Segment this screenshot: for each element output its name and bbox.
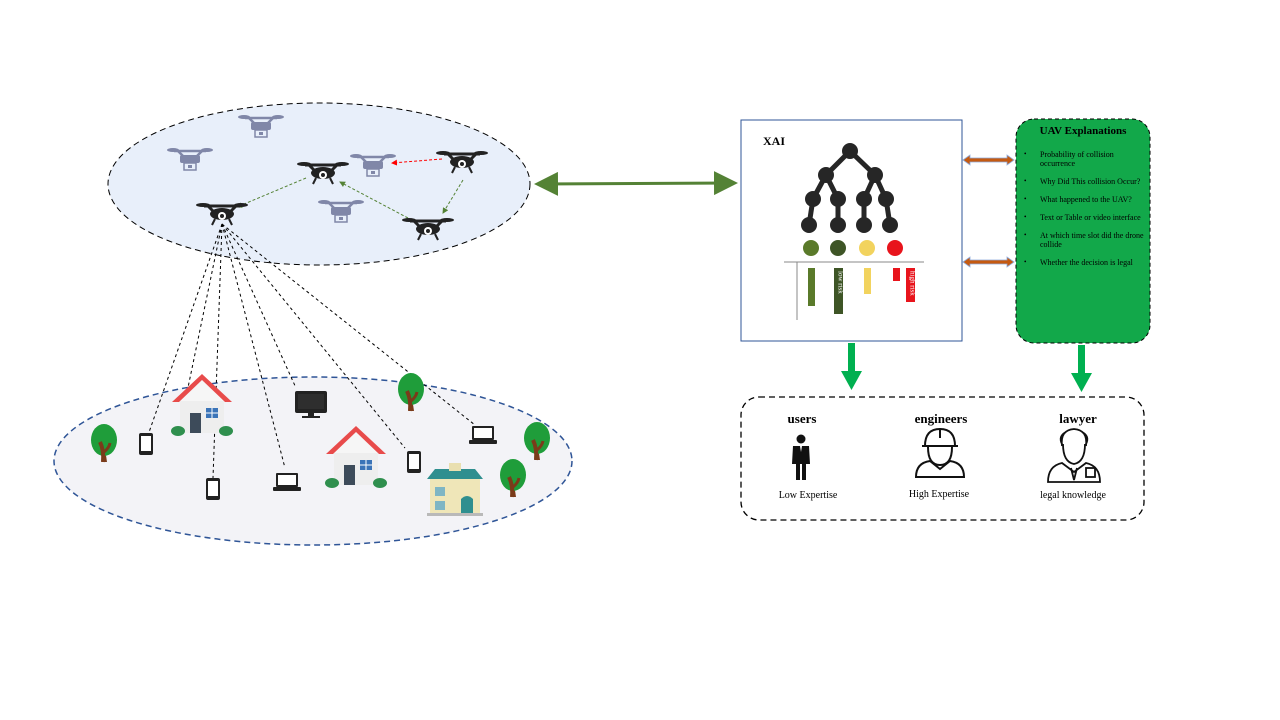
uav-link-arrow bbox=[339, 181, 409, 219]
xai-title: XAI bbox=[763, 134, 786, 148]
high-risk-label: high risk bbox=[909, 271, 917, 296]
explanation-item: Text or Table or video interface bbox=[1024, 213, 1146, 222]
phone-icon bbox=[407, 451, 421, 473]
explanations-list: Probability of collision occurrence Why … bbox=[1024, 150, 1146, 276]
explanations-to-stakeholders-arrow bbox=[1071, 345, 1092, 392]
xai-to-stakeholders-arrow bbox=[841, 343, 862, 390]
explanation-item: Whether the decision is legal bbox=[1024, 258, 1146, 267]
uav-xai-link bbox=[534, 171, 738, 196]
phone-icon bbox=[139, 433, 153, 455]
risk-node bbox=[803, 240, 819, 256]
decision-tree-icon bbox=[801, 143, 898, 233]
laptop-icon bbox=[469, 426, 497, 444]
uav-network-ellipse bbox=[107, 102, 531, 266]
laptop-icon bbox=[273, 473, 301, 491]
role-title-engineers: engineers bbox=[914, 411, 968, 426]
xai-explanations-link bbox=[962, 154, 1015, 166]
explanation-item: At which time slot did the drone collide bbox=[1024, 231, 1146, 249]
stakeholders-box bbox=[740, 396, 1145, 521]
lawyer-icon bbox=[1047, 428, 1101, 483]
risk-bar bbox=[834, 268, 843, 314]
uav-link-arrow bbox=[236, 177, 307, 208]
role-title-users: users bbox=[787, 411, 817, 426]
person-icon bbox=[792, 434, 810, 480]
collision-alert-arrow bbox=[391, 158, 443, 166]
risk-bar bbox=[893, 268, 900, 281]
explanation-item: Why Did This collision Occur? bbox=[1024, 177, 1146, 186]
risk-bar bbox=[906, 268, 915, 302]
risk-node bbox=[887, 240, 903, 256]
uav-ground-links bbox=[146, 223, 476, 479]
risk-node bbox=[830, 240, 846, 256]
explanation-item: What happened to the UAV? bbox=[1024, 195, 1146, 204]
explanations-title: UAV Explanations bbox=[1039, 125, 1127, 137]
role-title-lawyer: lawyer bbox=[1059, 411, 1097, 426]
uav-link-arrow bbox=[442, 179, 464, 214]
xai-explanations-link bbox=[962, 256, 1015, 268]
risk-bar bbox=[808, 268, 815, 306]
engineer-icon bbox=[914, 427, 966, 478]
risk-node bbox=[859, 240, 875, 256]
explanation-item: Probability of collision occurrence bbox=[1024, 150, 1146, 168]
building-icon bbox=[427, 463, 483, 516]
role-subtitle-engineers: High Expertise bbox=[908, 489, 970, 500]
phone-icon bbox=[206, 478, 220, 500]
risk-bar bbox=[864, 268, 871, 294]
role-subtitle-lawyer: legal knowledge bbox=[1040, 490, 1106, 501]
low-risk-label: low risk bbox=[837, 271, 845, 294]
role-subtitle-users: Low Expertise bbox=[778, 490, 838, 501]
